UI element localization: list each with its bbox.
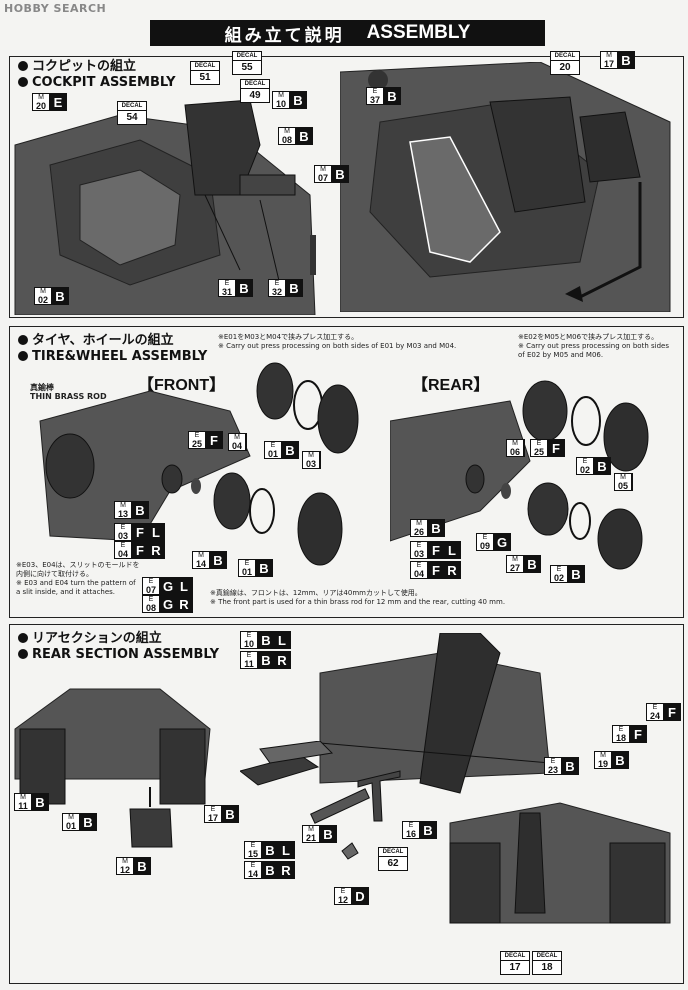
- rear-title-en: REAR SECTION ASSEMBLY: [32, 647, 220, 662]
- note-front-press: ※E01をM03とM04で挟みプレス加工する。※ Carry out press…: [218, 333, 457, 350]
- bullet-icon: [18, 61, 28, 71]
- tire-title-en: TIRE&WHEEL ASSEMBLY: [32, 349, 208, 364]
- note-slit: ※E03、E04は、スリットのモールドを内側に向けて取付ける。※ E03 and…: [16, 561, 140, 596]
- rear-label: 【REAR】: [412, 377, 490, 394]
- rear-small-parts: [240, 741, 401, 860]
- watermark: HOBBY SEARCH: [4, 2, 107, 15]
- front-label: 【FRONT】: [138, 377, 226, 394]
- title-en: ASSEMBLY: [366, 22, 471, 43]
- rear-illustration-left: [14, 688, 211, 848]
- bullet-icon: [18, 633, 28, 643]
- cockpit-heading: コクピットの組立 COCKPIT ASSEMBLY: [18, 59, 176, 91]
- bullet-icon: [18, 351, 28, 361]
- rear-illustration-main: [319, 633, 671, 924]
- bullet-icon: [18, 335, 28, 345]
- rear-heading: リアセクションの組立 REAR SECTION ASSEMBLY: [18, 631, 219, 663]
- note-rear-press: ※E02をM05とM06で挟みプレス加工する。※ Carry out press…: [518, 333, 669, 359]
- title-jp: 組み立て説明: [224, 25, 345, 46]
- tire-title-jp: タイヤ、ホイールの組立: [32, 333, 174, 348]
- page-title: 組み立て説明 ASSEMBLY: [150, 20, 545, 46]
- cockpit-illustration-right: [340, 62, 671, 312]
- cockpit-illustration-left: [14, 99, 316, 315]
- cockpit-title-en: COCKPIT ASSEMBLY: [32, 75, 176, 90]
- bullet-icon: [18, 77, 28, 87]
- bullet-icon: [18, 649, 28, 659]
- cockpit-title-jp: コクピットの組立: [32, 59, 137, 74]
- front-wheel-illustration: [39, 362, 359, 566]
- rear-title-jp: リアセクションの組立: [32, 631, 162, 646]
- tire-heading: タイヤ、ホイールの組立 TIRE&WHEEL ASSEMBLY: [18, 333, 207, 365]
- tire-wheel-section: タイヤ、ホイールの組立 TIRE&WHEEL ASSEMBLY ※E01をM03…: [9, 326, 684, 618]
- rear-wheel-illustration: [390, 380, 649, 570]
- note-brass-rod: ※真鍮線は、フロントは、12mm、リアは40mmカットして使用。※ The fr…: [210, 589, 506, 606]
